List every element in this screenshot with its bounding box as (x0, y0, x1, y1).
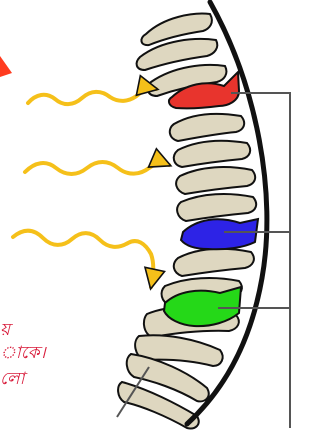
blue-cone-cell (181, 219, 258, 249)
light-wavy-arrow-icon (13, 231, 153, 287)
rod-cell (174, 249, 254, 276)
light-wavy-arrow-icon (28, 89, 156, 104)
light-rays-group (13, 89, 169, 287)
rod-cell (176, 167, 255, 194)
rod-cell (174, 141, 250, 167)
light-wavy-arrow-icon (25, 162, 169, 174)
partial-red-triangle-icon (0, 56, 12, 77)
rod-cell (177, 194, 256, 221)
rod-cell (170, 114, 244, 141)
